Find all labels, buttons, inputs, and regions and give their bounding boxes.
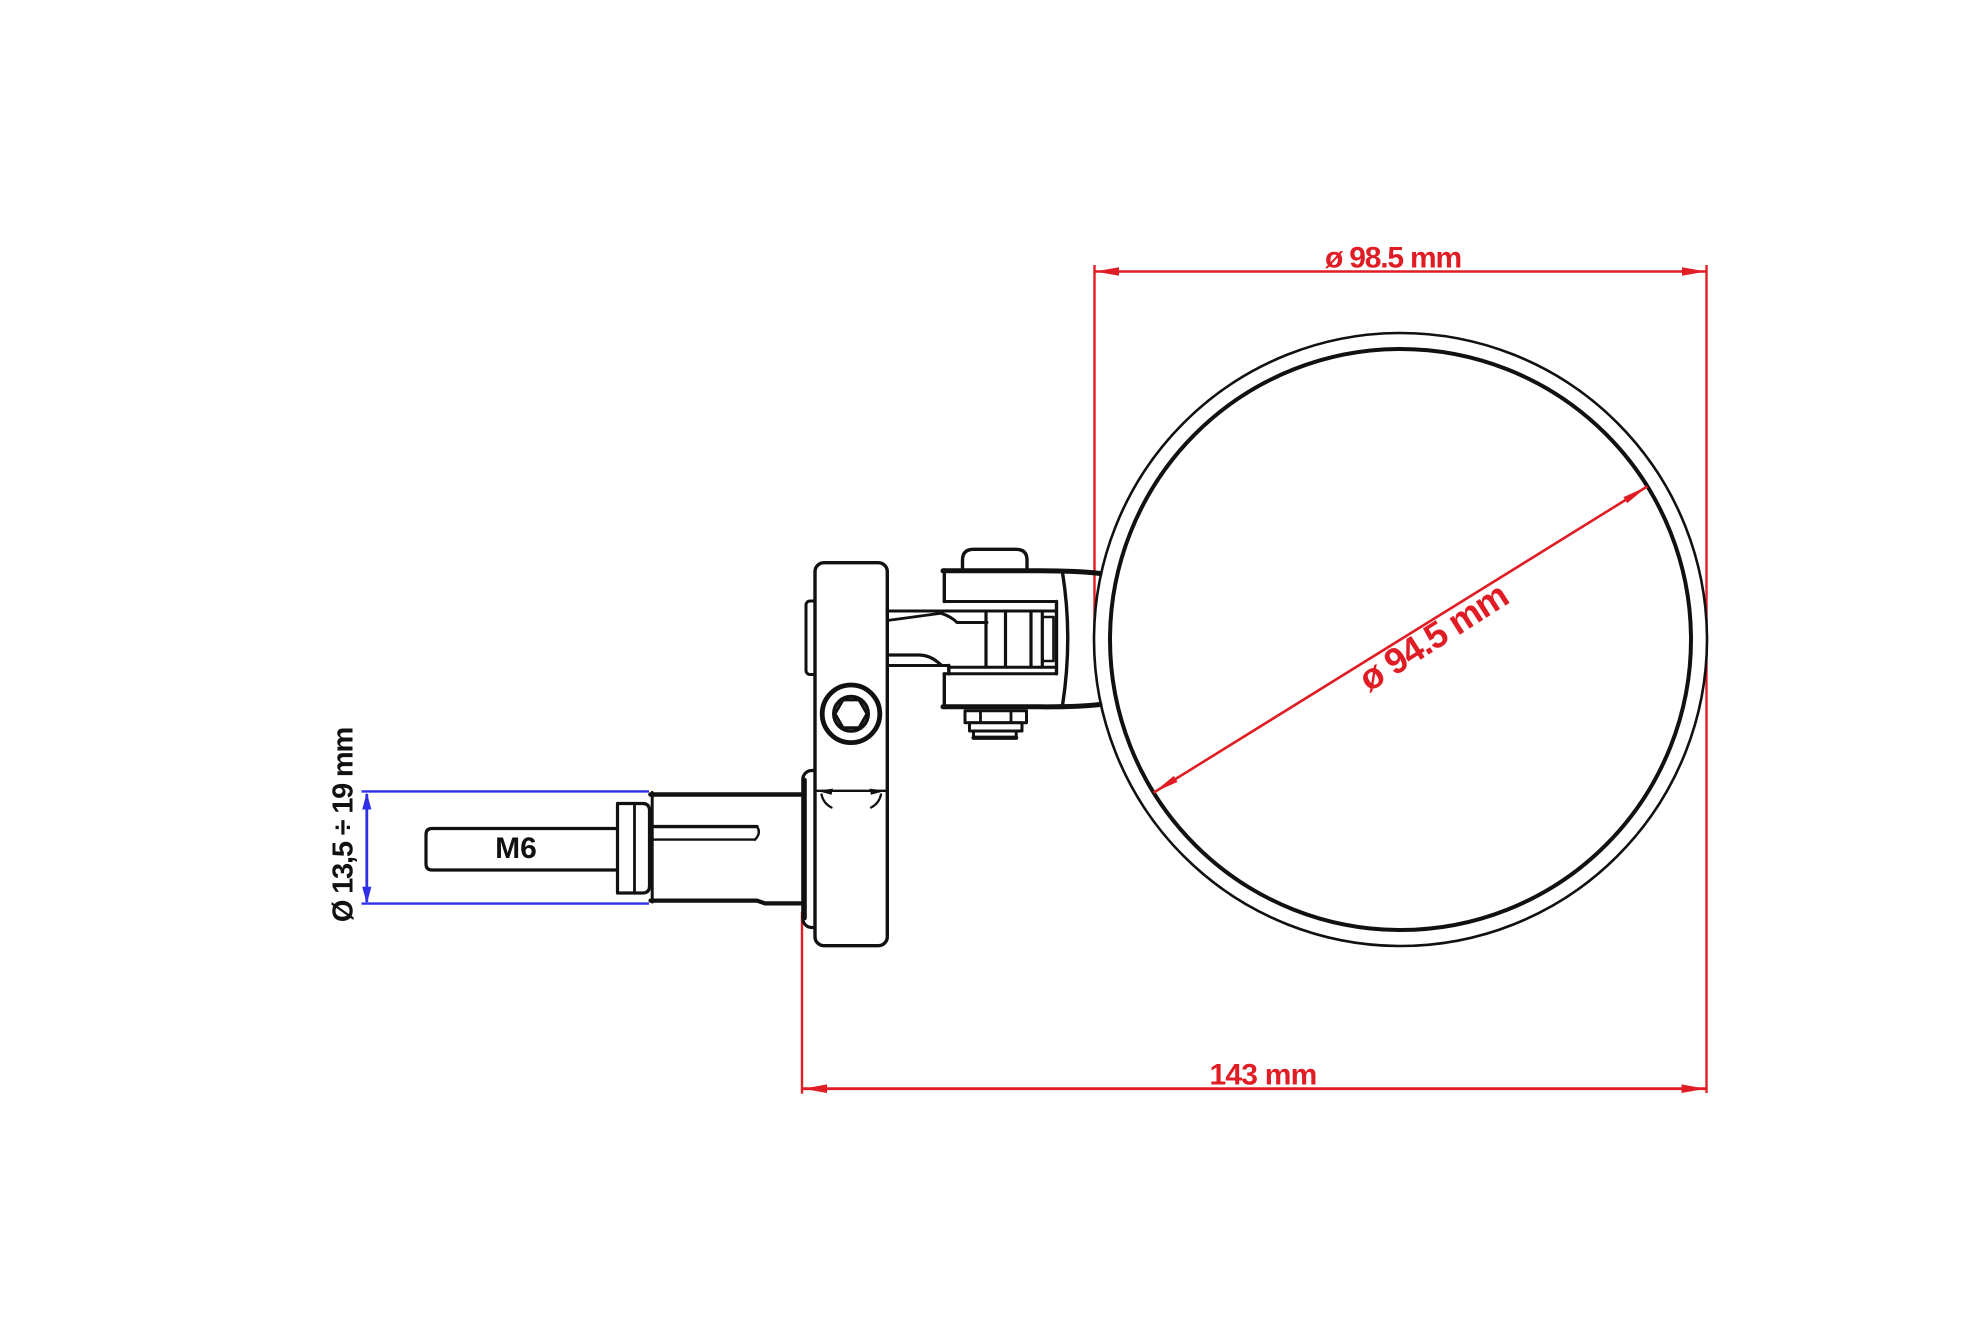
- svg-text:ø 98.5 mm: ø 98.5 mm: [1325, 242, 1461, 275]
- svg-text:M6: M6: [495, 832, 537, 865]
- svg-text:Ø 13,5 ÷ 19 mm: Ø 13,5 ÷ 19 mm: [327, 728, 359, 922]
- svg-text:143 mm: 143 mm: [1210, 1059, 1317, 1092]
